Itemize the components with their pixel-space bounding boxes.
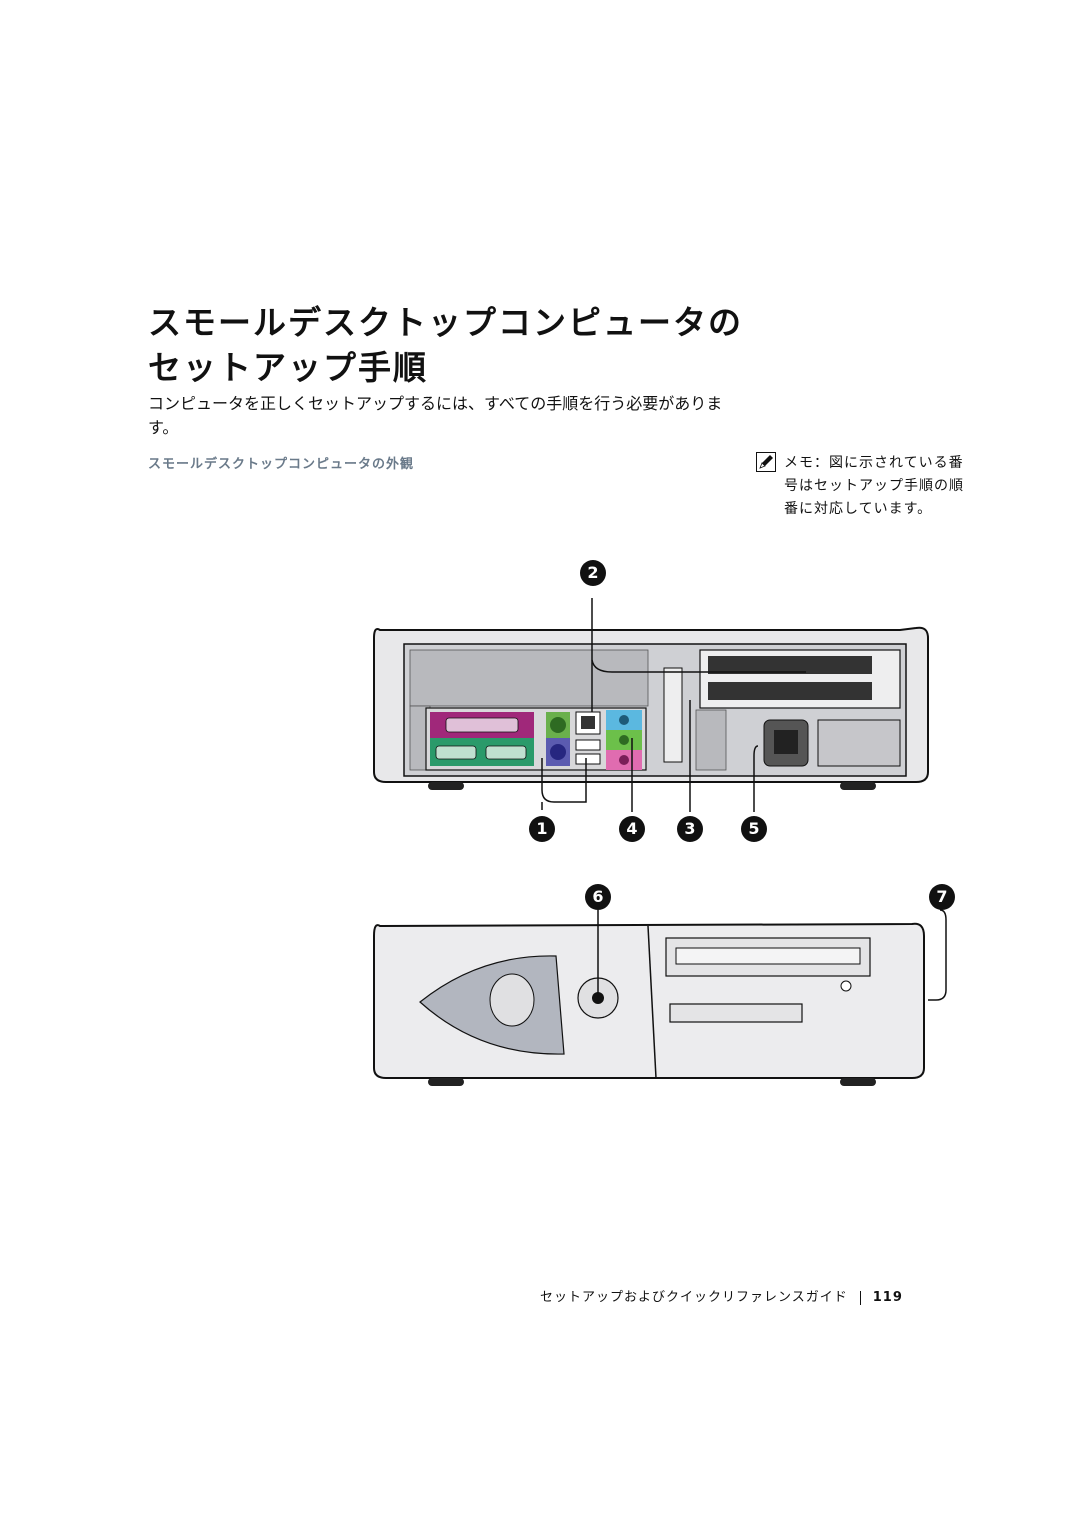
- note-text: 図に示されている番号はセットアップ手順の順番に対応しています。: [784, 455, 964, 517]
- title-line-2: セットアップ手順: [148, 348, 428, 387]
- figure-caption: スモールデスクトップコンピュータの外観: [148, 457, 415, 472]
- title-line-1: スモールデスクトップコンピュータの: [148, 303, 743, 342]
- callout-5: 5: [741, 816, 767, 842]
- callout-7: 7: [929, 884, 955, 910]
- note-label: メモ：: [784, 455, 829, 471]
- callout-4: 4: [619, 816, 645, 842]
- note-box: メモ：図に示されている番号はセットアップ手順の順番に対応しています。: [756, 452, 976, 521]
- page-number: 119: [872, 1290, 903, 1305]
- callout-3: 3: [677, 816, 703, 842]
- pencil-note-icon: [756, 452, 776, 472]
- callout-1: 1: [529, 816, 555, 842]
- footer-book-title: セットアップおよびクイックリファレンスガイド: [540, 1290, 848, 1305]
- callout-2: 2: [580, 560, 606, 586]
- footer-separator: [859, 1290, 861, 1305]
- page-title: スモールデスクトップコンピュータの セットアップ手順: [148, 300, 788, 390]
- front-view: [373, 909, 947, 1086]
- callout-6: 6: [585, 884, 611, 910]
- intro-paragraph: コンピュータを正しくセットアップするには、すべての手順を行う必要があります。: [148, 394, 723, 437]
- rear-view: [373, 598, 929, 812]
- page-footer: セットアップおよびクイックリファレンスガイド 119: [540, 1286, 903, 1305]
- floppy-drive: [669, 1003, 803, 1023]
- computer-figure: [373, 598, 947, 1086]
